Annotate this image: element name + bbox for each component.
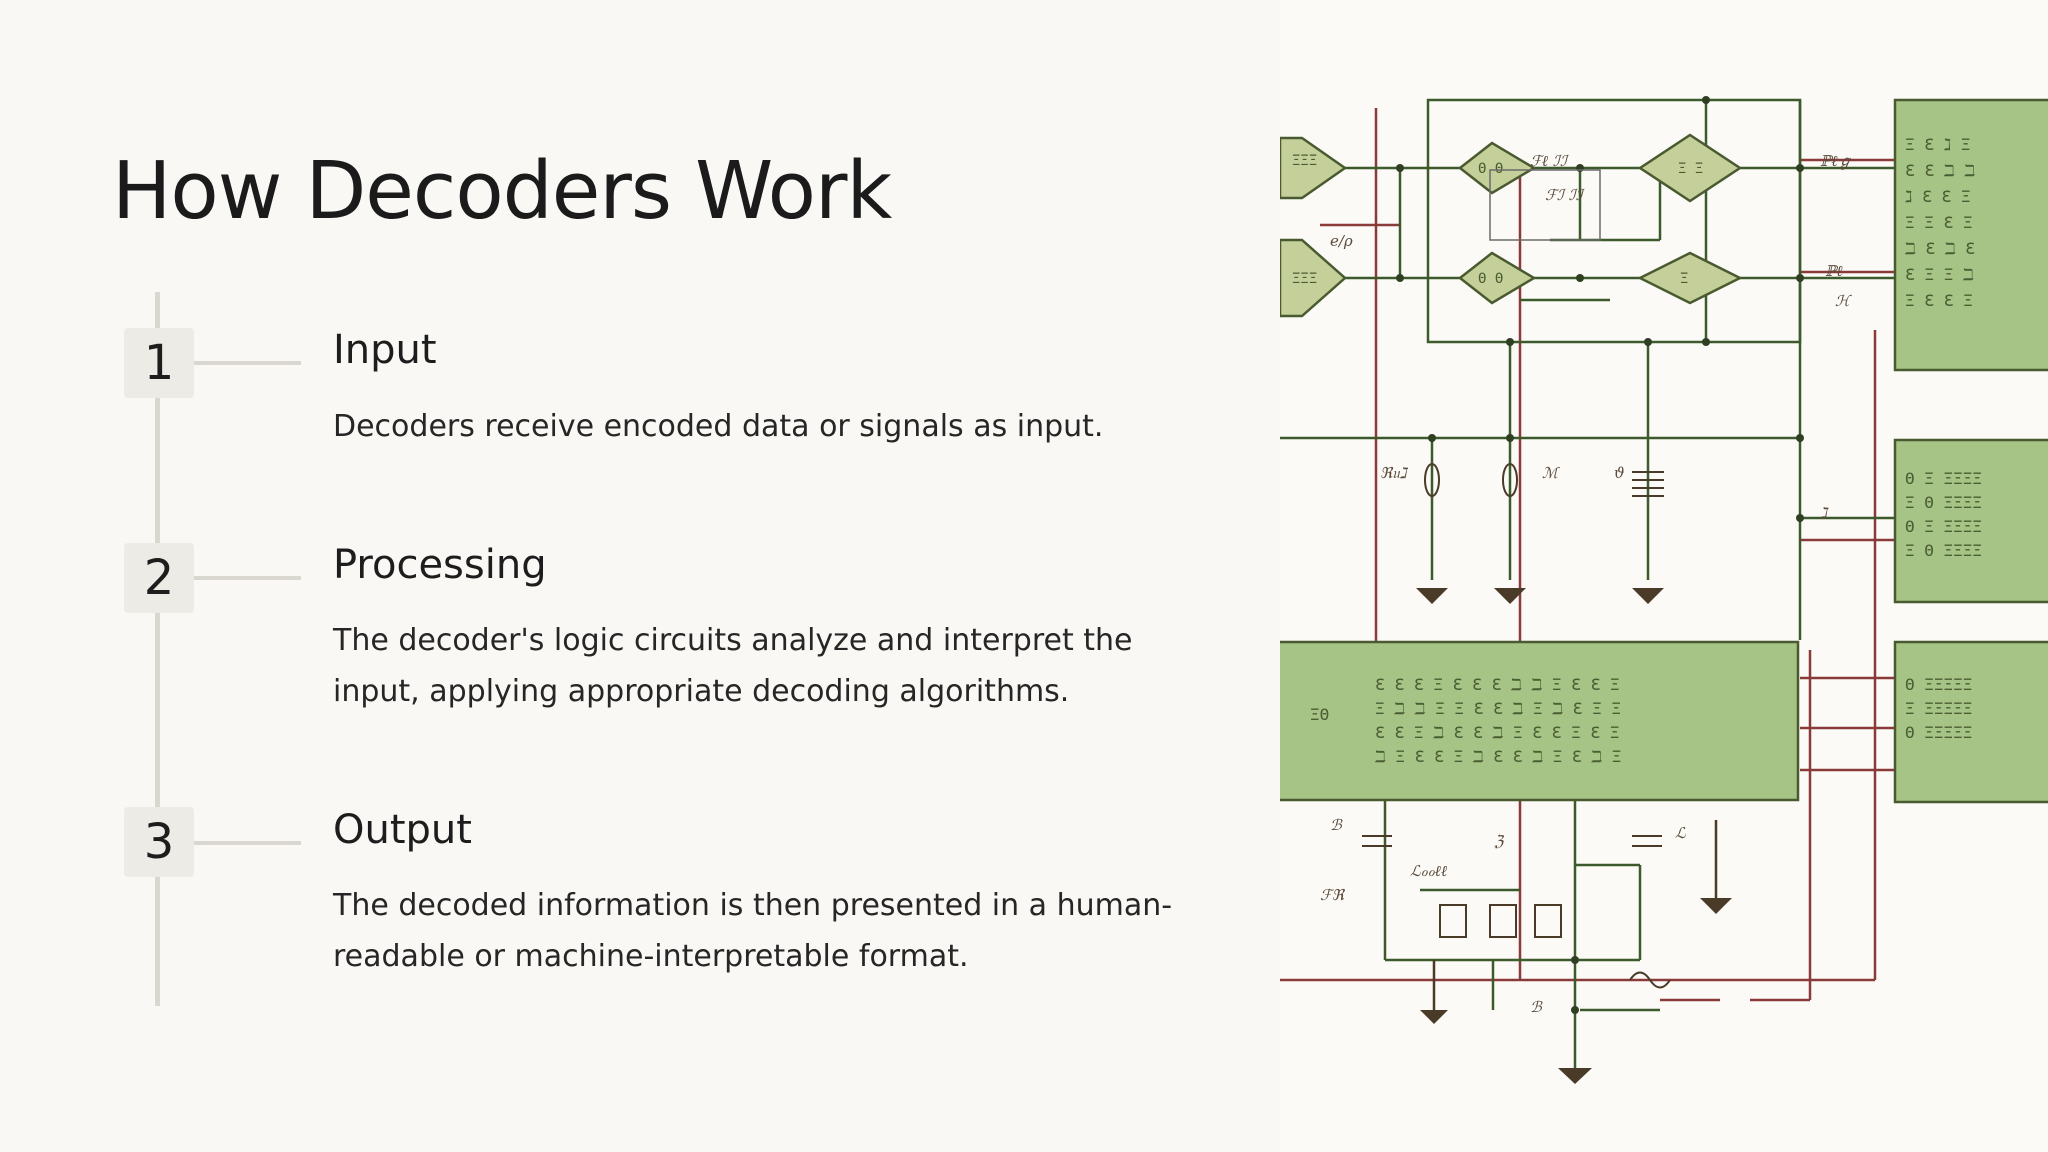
svg-text:ℱℓ ℐℐ: ℱℓ ℐℐ [1530,152,1570,170]
svg-text:Ξ Θ ΞΞΞΞ: Ξ Θ ΞΞΞΞ [1905,541,1982,560]
svg-text:e/ρ: e/ρ [1330,232,1353,250]
step-number: 3 [124,807,194,877]
svg-text:Θ Θ: Θ Θ [1478,161,1503,177]
svg-text:Ξ ΞΞΞΞΞ: Ξ ΞΞΞΞΞ [1905,699,1972,718]
svg-text:Θ ΞΞΞΞΞ: Θ ΞΞΞΞΞ [1905,675,1972,694]
svg-text:ℇ ℇ Ξ ℶ ℇ ℇ ℶ Ξ ℇ ℇ Ξ ℇ Ξ: ℇ ℇ Ξ ℶ ℇ ℇ ℶ Ξ ℇ ℇ Ξ ℇ Ξ [1375,723,1619,742]
svg-text:Ξ ℶ ℶ Ξ Ξ ℇ ℇ ℶ Ξ ℶ ℇ Ξ Ξ: Ξ ℶ ℶ Ξ Ξ ℇ ℇ ℶ Ξ ℶ ℇ Ξ Ξ [1375,699,1621,718]
svg-text:ΞΘ: ΞΘ [1310,705,1329,724]
svg-text:ℷ ℇ ℇ Ξ: ℷ ℇ ℇ Ξ [1905,187,1971,206]
circuit-schematic-image: ΞΞΞ ΞΞΞ Θ Θ Θ Θ Ξ Ξ Ξ Ξ ℇ ℷ Ξ ℇ ℇ ℶ ℶ ℷ … [1280,0,2048,1152]
svg-text:ℙℓ: ℙℓ [1825,262,1843,280]
svg-text:ℨ: ℨ [1494,832,1505,850]
svg-text:ℇ Ξ Ξ ℶ: ℇ Ξ Ξ ℶ [1905,265,1974,284]
svg-text:Ξ: Ξ [1680,271,1688,287]
svg-text:ΞΞΞ: ΞΞΞ [1292,153,1317,169]
svg-text:ℶ Ξ ℇ ℇ Ξ ℶ ℇ ℇ ℶ Ξ ℇ ℶ Ξ: ℶ Ξ ℇ ℇ Ξ ℶ ℇ ℇ ℶ Ξ ℇ ℶ Ξ [1374,747,1621,766]
svg-text:ℷ: ℷ [1820,504,1829,522]
svg-text:ϑ: ϑ [1614,464,1625,482]
svg-text:Θ ΞΞΞΞΞ: Θ ΞΞΞΞΞ [1905,723,1972,742]
svg-text:ℜ𝔲ℷ: ℜ𝔲ℷ [1380,464,1409,482]
step-connector [194,361,301,365]
svg-text:ℇ ℇ ℇ Ξ ℇ ℇ ℇ ℶ ℶ Ξ ℇ ℇ Ξ: ℇ ℇ ℇ Ξ ℇ ℇ ℇ ℶ ℶ Ξ ℇ ℇ Ξ [1375,675,1620,694]
svg-text:Θ Ξ ΞΞΞΞ: Θ Ξ ΞΞΞΞ [1905,469,1982,488]
svg-text:ℒ: ℒ [1675,824,1687,842]
step-description: The decoded information is then presente… [333,888,1173,974]
page-title: How Decoders Work [112,145,892,237]
svg-text:ℙℓℊ: ℙℓℊ [1820,152,1853,170]
svg-text:Ξ Θ ΞΞΞΞ: Ξ Θ ΞΞΞΞ [1905,493,1982,512]
svg-text:Θ Θ: Θ Θ [1478,271,1503,287]
step-heading: Input [333,327,437,373]
svg-text:Ξ ℇ ℇ Ξ: Ξ ℇ ℇ Ξ [1905,291,1973,310]
svg-text:ℶ ℇ ℶ ℇ: ℶ ℇ ℶ ℇ [1904,239,1975,258]
step-connector [194,841,301,845]
svg-text:Θ Ξ ΞΞΞΞ: Θ Ξ ΞΞΞΞ [1905,517,1982,536]
svg-text:ℇ ℇ ℶ ℶ: ℇ ℇ ℶ ℶ [1905,161,1975,180]
step-heading: Output [333,807,472,853]
svg-text:ℬ: ℬ [1330,816,1343,834]
svg-text:ℱℐ ℐℐ: ℱℐ ℐℐ [1545,186,1586,204]
timeline-line [155,292,160,1006]
svg-text:Ξ Ξ ℇ Ξ: Ξ Ξ ℇ Ξ [1905,213,1973,232]
svg-text:ℋ: ℋ [1835,292,1852,310]
step-heading: Processing [333,542,547,588]
svg-text:ℳ: ℳ [1542,464,1560,482]
svg-text:ℱℜ: ℱℜ [1320,886,1346,904]
step-number: 1 [124,328,194,398]
svg-text:Ξ Ξ: Ξ Ξ [1678,161,1703,177]
step-description: The decoder's logic circuits analyze and… [333,623,1133,709]
svg-text:ℬ: ℬ [1530,998,1543,1016]
svg-text:ℒℴℴℓℓ: ℒℴℴℓℓ [1410,862,1447,880]
circuit-illustration: ΞΞΞ ΞΞΞ Θ Θ Θ Θ Ξ Ξ Ξ Ξ ℇ ℷ Ξ ℇ ℇ ℶ ℶ ℷ … [1280,0,2048,1152]
step-connector [194,576,301,580]
content-panel: How Decoders Work 1 Input Decoders recei… [112,145,1173,1006]
svg-text:ΞΞΞ: ΞΞΞ [1292,271,1317,287]
svg-text:Ξ ℇ ℷ Ξ: Ξ ℇ ℷ Ξ [1905,135,1970,154]
step-description: Decoders receive encoded data or signals… [333,409,1104,444]
step-number: 2 [124,543,194,613]
